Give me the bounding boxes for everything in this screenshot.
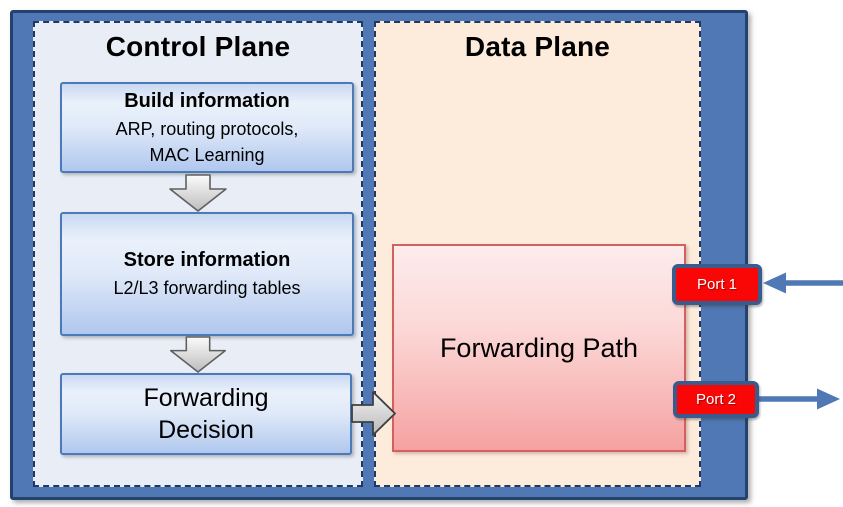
store-information-line1: L2/L3 forwarding tables: [113, 278, 301, 299]
inbound-arrow-icon: [763, 272, 843, 294]
build-information-title: Build information: [124, 89, 290, 112]
forwarding-decision-line1: Forwarding: [143, 383, 269, 412]
forwarding-path-box: Forwarding Path: [392, 244, 686, 452]
forwarding-decision-line2: Decision: [158, 416, 254, 444]
port-1-label: Port 1: [696, 276, 738, 293]
port-2-badge: Port 2: [673, 381, 759, 418]
forwarding-path-label: Forwarding Path: [439, 332, 639, 363]
outbound-arrow-icon: [758, 388, 840, 410]
port-2-label: Port 2: [695, 391, 737, 408]
build-information-line1: ARP, routing protocols,: [115, 118, 299, 139]
data-plane-title: Data Plane: [464, 31, 611, 62]
store-information-title: Store information: [123, 249, 291, 272]
port-1-badge: Port 1: [672, 264, 762, 305]
build-information-line2: MAC Learning: [149, 145, 265, 165]
right-arrow-icon: [351, 391, 396, 436]
down-arrow-icon: [169, 336, 227, 373]
store-information-box: Store information L2/L3 forwarding table…: [60, 212, 354, 336]
control-plane-title: Control Plane: [105, 31, 291, 62]
forwarding-decision-box: Forwarding Decision: [60, 373, 352, 455]
build-information-box: Build information ARP, routing protocols…: [60, 82, 354, 173]
down-arrow-icon: [169, 174, 227, 212]
